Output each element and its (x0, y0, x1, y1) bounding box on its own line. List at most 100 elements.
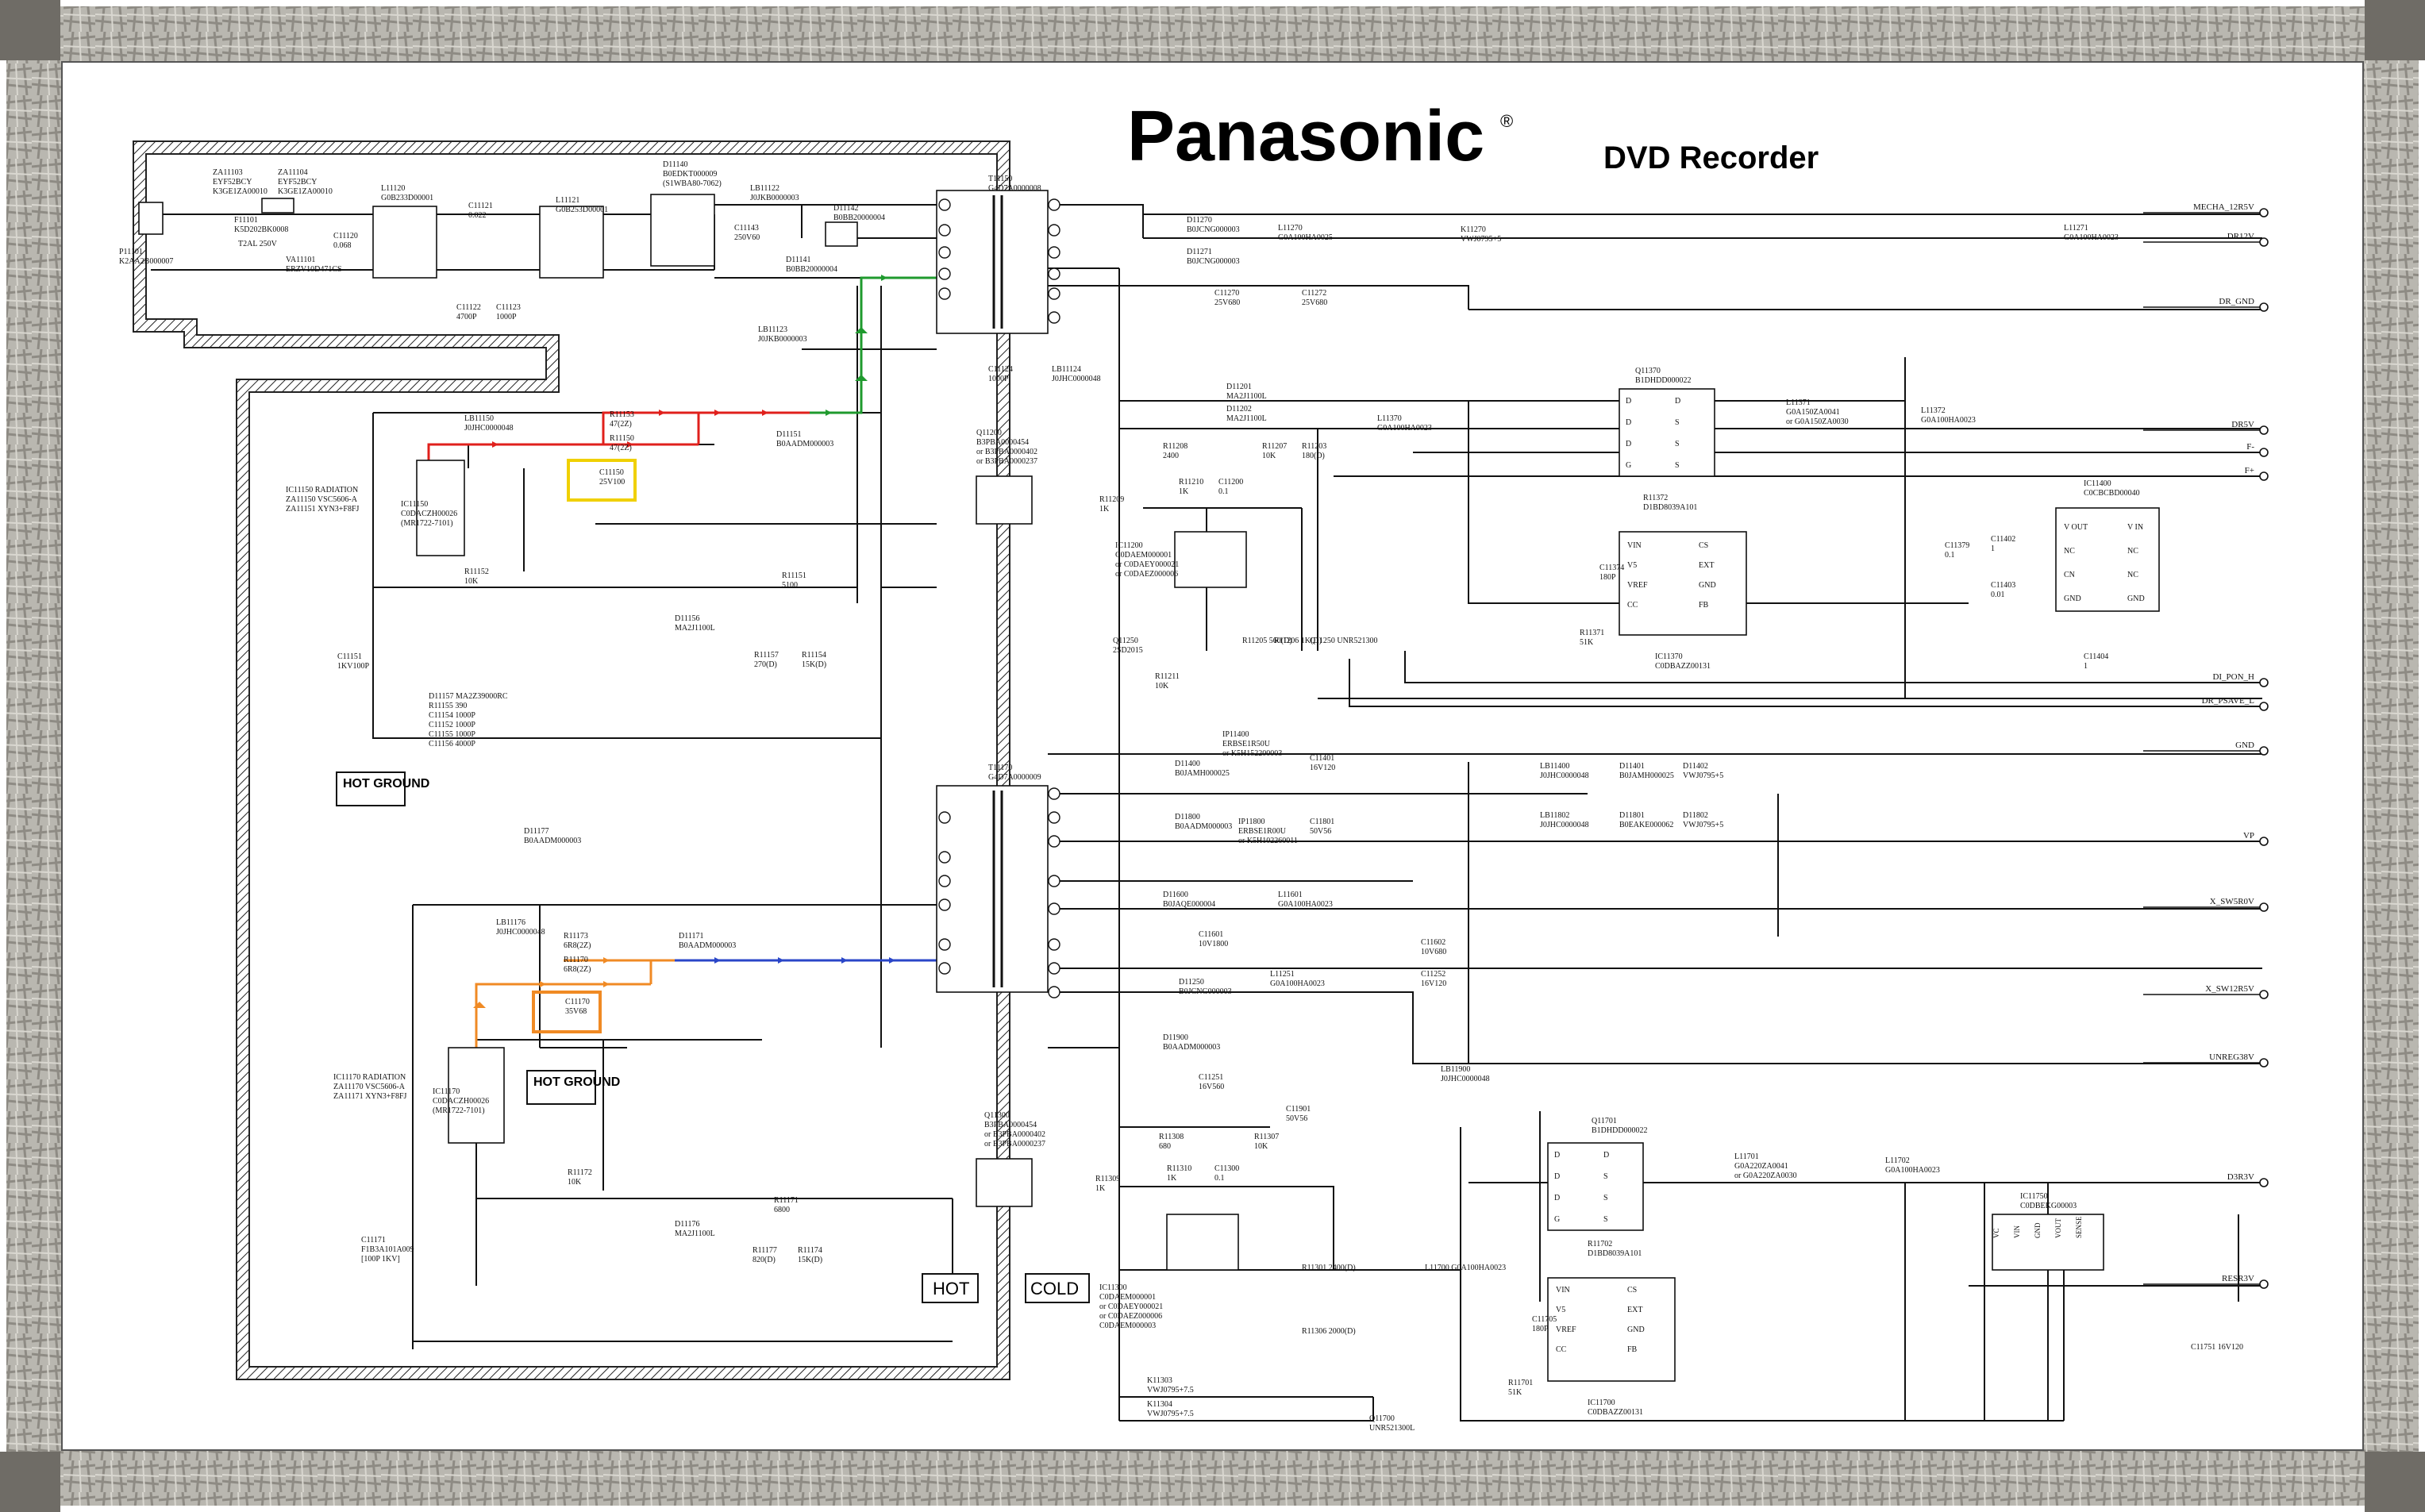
label-line: ZA11103 (213, 168, 243, 177)
label-line: EYF52BCY (278, 178, 317, 187)
label-line: 35V68 (565, 1007, 587, 1016)
label-line: 0.068 (333, 241, 352, 250)
label-line: R11153 (610, 410, 634, 419)
label-line: R11210 (1179, 478, 1203, 487)
label-line: D11400 (1175, 760, 1200, 768)
ic11750-body (1992, 1214, 2104, 1271)
ic-pin-label: CN (2064, 571, 2075, 579)
connector-resr3v: RESR3V (2143, 1274, 2269, 1289)
connector-unreg38v: UNREG38V (2143, 1052, 2269, 1068)
label-line: B0AADM000003 (1163, 1043, 1220, 1052)
connector-terminal (2259, 702, 2269, 711)
photocoupler-q11200 (976, 475, 1033, 525)
label-line: MA2J1100L (675, 1229, 715, 1238)
hot-ground-label-1: HOT GROUND (343, 777, 429, 791)
frame-corner-bl (0, 1452, 60, 1512)
label-line: C11143 (734, 224, 759, 233)
label-line: Q11250 UNR521300 (1310, 637, 1377, 645)
label-line: 250V60 (734, 233, 760, 242)
label-line: R11209 (1099, 495, 1124, 504)
connector-f-: F+ (2143, 466, 2269, 481)
ic-pin-label: D (1554, 1151, 1560, 1160)
label-line: or G0A150ZA0030 (1786, 417, 1849, 426)
ic-pin-label: VIN (2013, 1225, 2021, 1238)
label-line: 10V680 (1421, 948, 1446, 956)
label-line: 10K (464, 577, 479, 586)
regulator-ic11370 (1619, 531, 1747, 636)
label-line: K2AA2B000007 (119, 257, 173, 266)
connector-terminal (2259, 990, 2269, 999)
label-line: 51K (1508, 1388, 1522, 1397)
ic-pin-label: NC (2127, 547, 2138, 556)
label-line: R11372 (1643, 494, 1668, 502)
ic-pin-label: D (1626, 440, 1631, 448)
label-line: D11270 (1187, 216, 1212, 225)
label-line: F1B3A101A009 (361, 1245, 414, 1254)
label-line: 51K (1580, 638, 1594, 647)
label-line: B1DHDD000022 (1592, 1126, 1648, 1135)
label-line: 1 (2084, 662, 2088, 671)
connector-label: F- (2246, 442, 2254, 452)
label-line: K5D202BK0008 (234, 225, 288, 234)
ic-pin-label: V OUT (2064, 523, 2088, 532)
label-line: or C0DAEY000021 (1099, 1302, 1163, 1311)
label-line: F11101 (234, 216, 258, 225)
label-line: R11203 (1302, 442, 1326, 451)
c11150-highlight (567, 459, 637, 502)
mosfet-q11370 (1619, 388, 1715, 477)
traced-path-orange (473, 957, 675, 1048)
label-line: T11150 (988, 175, 1012, 183)
label-line: 6R8(2Z) (564, 941, 591, 950)
label-line: J0JHC0000048 (1540, 771, 1589, 780)
label-line: 1 (1991, 544, 1995, 553)
label-line: ERBSE1R50U (1222, 740, 1271, 748)
ic-pin-label: G (1554, 1215, 1560, 1224)
connector-label: DR12V (2227, 232, 2254, 241)
label-line: B0AADM000003 (679, 941, 736, 950)
label-line: B1DHDD000022 (1635, 376, 1692, 385)
connector-mecha-12r5v: MECHA_12R5V (2143, 202, 2269, 217)
label-line: 6800 (774, 1206, 790, 1214)
label-line: D11157 MA2Z39000RC (429, 692, 508, 701)
page-subtitle: DVD Recorder (1603, 140, 1819, 175)
ic-pin-label: CS (1699, 541, 1708, 550)
label-line: C11705 (1532, 1315, 1557, 1324)
label-line: C0DAEM000003 (1099, 1322, 1156, 1330)
label-line: B0JAMH000025 (1175, 769, 1230, 778)
transformer-t11150 (936, 190, 1060, 334)
label-line: D1BD8039A101 (1643, 503, 1697, 512)
ic11400-body (2055, 507, 2160, 612)
label-line: IC11150 RADIATION (286, 486, 358, 494)
connector-label: GND (2235, 741, 2254, 750)
label-line: C11156 4000P (429, 740, 475, 748)
label-line: or C0DAEZ000006 (1115, 570, 1178, 579)
ic-pin-label: FB (1627, 1345, 1638, 1354)
label-line: C0DBEKG00003 (2020, 1202, 2077, 1210)
label-line: R11702 (1588, 1240, 1612, 1248)
label-line: D11171 (679, 932, 703, 941)
ic-pin-label: S (1675, 440, 1680, 448)
